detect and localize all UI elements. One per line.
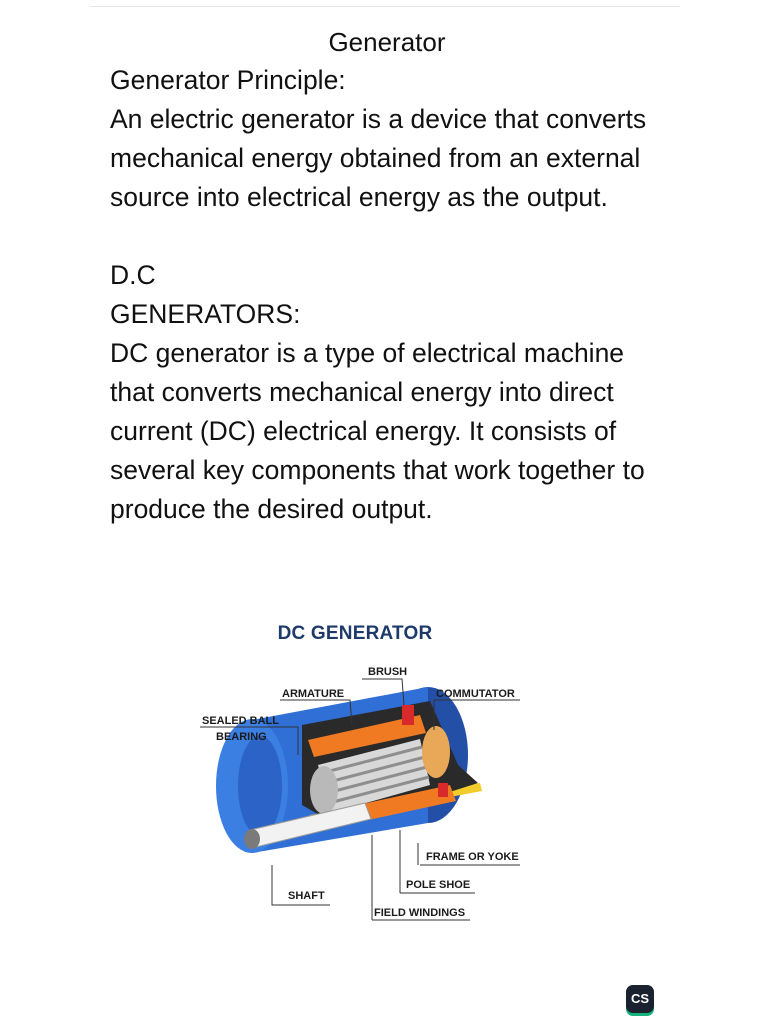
leader-lines xyxy=(200,678,520,921)
label-commutator: COMMUTATOR xyxy=(436,688,515,700)
camscanner-badge: CS xyxy=(626,985,654,1013)
armature-core xyxy=(318,739,430,813)
armature-end xyxy=(310,766,338,814)
armature-slot-4 xyxy=(328,775,430,805)
brush xyxy=(402,705,414,725)
principle-paragraph: An electric generator is a device that c… xyxy=(110,104,647,212)
dc-generator-diagram: DC GENERATOR BRUSH ARMATURE COMMUTATOR S… xyxy=(190,615,540,935)
dc-heading-line2: GENERATORS: xyxy=(110,299,301,329)
shaft-leader xyxy=(271,865,330,906)
label-pole-shoe: POLE SHOE xyxy=(406,879,471,891)
top-divider xyxy=(90,6,680,7)
brush-leader xyxy=(362,678,405,706)
paragraph-spacer xyxy=(110,217,670,256)
dc-heading-line1: D.C xyxy=(110,260,156,290)
bearing-leader xyxy=(200,726,299,755)
figure-title: DC GENERATOR xyxy=(277,623,433,644)
principle-heading: Generator Principle: xyxy=(110,65,346,95)
pole-shoe-top xyxy=(308,715,426,757)
armature-slot-3 xyxy=(326,765,428,795)
document-body: Generator Principle: An electric generat… xyxy=(110,61,670,529)
generator-illustration xyxy=(200,678,520,921)
label-brush: BRUSH xyxy=(368,666,408,678)
label-frame-or-yoke: FRAME OR YOKE xyxy=(426,851,519,863)
label-bearing: BEARING xyxy=(216,731,267,743)
dc-paragraph: DC generator is a type of electrical mac… xyxy=(110,338,645,524)
label-shaft: SHAFT xyxy=(288,890,325,902)
armature-slot-2 xyxy=(324,755,426,785)
label-sealed-ball: SEALED BALL xyxy=(202,715,279,727)
page-title: Generator xyxy=(328,27,446,57)
armature-slot-1 xyxy=(321,745,423,775)
label-armature: ARMATURE xyxy=(282,688,345,700)
commutator xyxy=(422,726,450,778)
armature-leader xyxy=(280,699,353,726)
label-field-windings: FIELD WINDINGS xyxy=(374,907,466,919)
shaft-end xyxy=(244,829,260,849)
housing-front-face xyxy=(238,736,282,836)
lower-brush xyxy=(438,783,448,797)
